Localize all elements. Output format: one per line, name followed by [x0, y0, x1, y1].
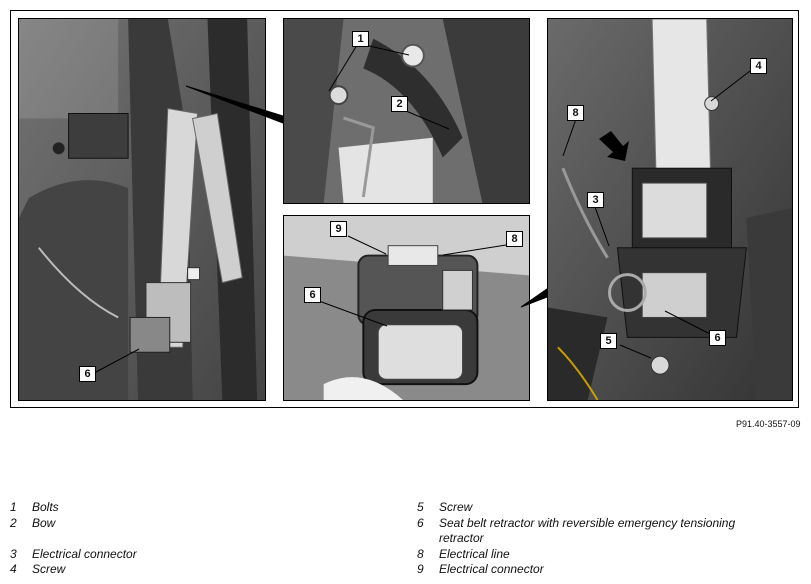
legend-right-column: 5 Screw 6 Seat belt retractor with rever…: [417, 500, 739, 578]
callout-r-4: 4: [750, 58, 767, 74]
legend-number: 5: [417, 500, 424, 514]
callout-tl-1: 1: [352, 31, 369, 47]
photo-b-pillar-overview: [18, 18, 266, 401]
legend-number: 2: [10, 515, 17, 530]
legend-number: 1: [10, 500, 17, 514]
b-pillar-photo-illustration: [19, 19, 265, 400]
legend-number: 8: [417, 546, 424, 561]
photo-retractor-installed: [547, 18, 793, 401]
legend-item: 5 Screw: [417, 500, 739, 516]
retractor-photo-illustration: [284, 216, 529, 400]
legend-text: Screw: [32, 562, 66, 576]
callout-main-6: 6: [79, 366, 96, 382]
legend-number: 9: [417, 562, 424, 576]
callout-bl-9: 9: [330, 221, 347, 237]
callout-tl-2: 2: [391, 96, 408, 112]
legend-number: 3: [10, 546, 17, 561]
callout-r-5: 5: [600, 333, 617, 349]
legend-left-column: 1 Bolts 2 Bow 3 Electrical connector 4 S…: [10, 500, 332, 578]
retractor-installed-photo-illustration: [548, 19, 792, 400]
legend-item: 2 Bow: [10, 516, 332, 532]
legend-item: 6 Seat belt retractor with reversible em…: [417, 516, 739, 547]
callout-r-3: 3: [587, 192, 604, 208]
legend-text: Electrical line: [439, 546, 510, 561]
legend-text: Electrical connector: [32, 546, 137, 561]
legend-item: 1 Bolts: [10, 500, 332, 516]
legend-item: 3 Electrical connector: [10, 547, 332, 563]
legend-text: Seat belt retractor with reversible emer…: [439, 515, 736, 546]
legend-number: 4: [10, 562, 17, 576]
figure-panel: 6 1 2 9 8 6 4 8 3 6 5: [10, 10, 799, 408]
legend-text: Electrical connector: [439, 562, 544, 576]
callout-bl-6: 6: [304, 287, 321, 303]
legend-item: 8 Electrical line: [417, 547, 739, 563]
legend-item: 9 Electrical connector: [417, 562, 739, 578]
legend-text: Bow: [32, 515, 56, 530]
legend-number: 6: [417, 515, 424, 530]
legend-text: Bolts: [32, 500, 59, 514]
callout-r-8: 8: [567, 105, 584, 121]
figure-reference-code: P91.40-3557-09: [736, 419, 801, 429]
callout-r-6: 6: [709, 330, 726, 346]
callout-bl-8: 8: [506, 231, 523, 247]
legend-item: 4 Screw: [10, 562, 332, 578]
photo-retractor-removed: [283, 215, 530, 401]
legend-text: Screw: [439, 500, 473, 514]
